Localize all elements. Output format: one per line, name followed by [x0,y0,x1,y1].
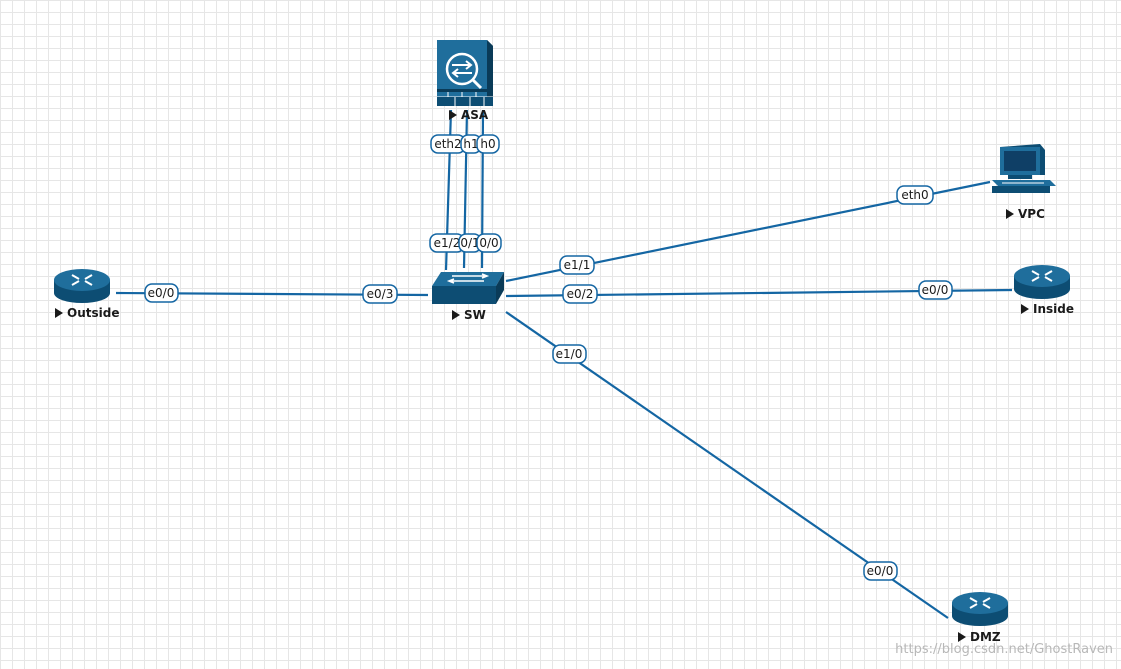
svg-text:e1/2: e1/2 [434,236,461,250]
node-start-icon[interactable] [958,632,966,642]
port-label-asa-eth1: h1 [460,134,482,154]
svg-text:e0/0: e0/0 [922,283,949,297]
node-start-icon[interactable] [1021,304,1029,314]
port-label-asa-eth2: eth2 [430,134,466,154]
svg-text:e0/0: e0/0 [867,564,894,578]
port-label-sw-e00: 0/0 [476,233,502,253]
node-start-icon[interactable] [452,310,460,320]
router-icon [1014,265,1070,299]
switch-icon [432,272,504,304]
svg-text:h0: h0 [480,137,495,151]
svg-text:0/0: 0/0 [479,236,498,250]
svg-text:0/1: 0/1 [460,236,479,250]
svg-text:e1/0: e1/0 [556,347,583,361]
node-dmz[interactable]: DMZ [952,592,1008,644]
node-label: VPC [1018,207,1045,221]
port-label-sw-e10: e1/0 [552,344,587,364]
port-label-dmz-e00: e0/0 [863,561,898,581]
node-start-icon[interactable] [1006,209,1014,219]
node-label: ASA [461,108,489,122]
node-vpc[interactable]: VPC [992,144,1056,221]
router-icon [952,592,1008,626]
port-label-vpc-eth0: eth0 [896,185,934,205]
node-label: Outside [67,306,119,320]
svg-text:e1/1: e1/1 [564,258,591,272]
port-label-asa-eth0: h0 [476,134,500,154]
port-label-sw-e03: e0/3 [362,284,398,304]
node-label: SW [464,308,486,322]
port-label-sw-e01: 0/1 [458,233,482,253]
svg-text:e0/3: e0/3 [367,287,394,301]
port-label-inside-e00: e0/0 [918,280,953,300]
watermark: https://blog.csdn.net/GhostRaven [895,642,1113,657]
firewall-icon [437,40,493,106]
port-label-sw-e11: e1/1 [559,255,595,275]
node-start-icon[interactable] [55,308,63,318]
port-label-sw-e12: e1/2 [429,233,465,253]
svg-text:e0/2: e0/2 [567,287,594,301]
links [115,109,1013,619]
port-labels: eth2 h1 h0 e1/2 0/1 0/0 e0/0 [144,134,953,581]
svg-text:e0/0: e0/0 [148,286,175,300]
node-start-icon[interactable] [449,110,457,120]
svg-text:eth2: eth2 [434,137,461,151]
svg-text:h1: h1 [463,137,478,151]
node-sw[interactable]: SW [432,272,504,322]
svg-text:eth0: eth0 [901,188,928,202]
router-icon [54,269,110,303]
port-label-outside-e00: e0/0 [144,283,179,303]
node-inside[interactable]: Inside [1014,265,1074,316]
node-label: DMZ [970,630,1001,644]
node-outside[interactable]: Outside [54,269,119,320]
node-label: Inside [1033,302,1074,316]
node-asa[interactable]: ASA [437,40,493,122]
port-label-sw-e02: e0/2 [562,284,598,304]
pc-icon [992,144,1056,193]
